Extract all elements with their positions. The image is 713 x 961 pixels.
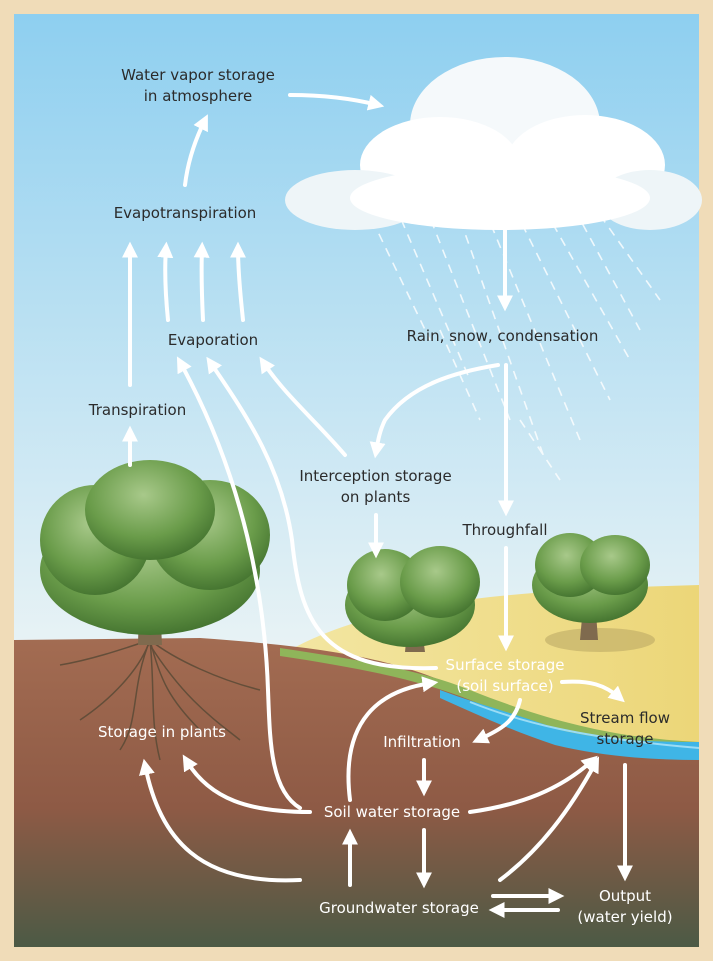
arrow-soil-to-surface <box>346 676 439 802</box>
stream-highlight <box>469 701 700 749</box>
stream <box>440 690 699 760</box>
arrow-evapotranspiration-to-vapor <box>183 114 208 187</box>
label-transpiration: Transpiration <box>88 401 187 419</box>
arrow-surface-to-infiltration <box>472 698 522 744</box>
label-evapotranspiration: Evapotranspiration <box>113 204 257 222</box>
label-rain: Rain, snow, condensation <box>406 327 599 345</box>
label-infiltration: Infiltration <box>383 733 461 751</box>
label-evaporation: Evaporation <box>167 331 259 349</box>
label-storage-plants: Storage in plants <box>98 723 226 741</box>
arrow-soil-to-stream <box>468 755 598 814</box>
arrow-vapor-to-cloud <box>288 93 385 111</box>
arrow-interception-to-evaporation <box>259 356 347 457</box>
arrow-rain-to-interception <box>369 363 500 459</box>
arrow-soil-to-plants <box>182 754 312 814</box>
tree-icon <box>345 546 480 652</box>
arrow-surface-to-evaporation <box>206 356 438 671</box>
tree-icon <box>532 533 655 652</box>
arrow-up-2 <box>157 241 174 322</box>
arrow-soil-to-evaporation <box>176 356 302 810</box>
arrow-surface-to-stream <box>560 679 625 703</box>
arrow-groundwater-to-plants <box>139 758 302 883</box>
label-throughfall: Throughfall <box>462 521 548 539</box>
cloud-icon <box>285 57 702 230</box>
arrow-up-4 <box>230 241 247 322</box>
label-soil-water: Soil water storage <box>323 803 461 821</box>
grass-edge <box>280 648 699 752</box>
label-groundwater: Groundwater storage <box>319 899 479 917</box>
label-output: Output(water yield) <box>577 887 673 926</box>
label-surface-storage: Surface storage(soil surface) <box>445 656 565 695</box>
arrow-up-3 <box>193 241 210 322</box>
arrow-groundwater-to-stream <box>498 756 600 882</box>
